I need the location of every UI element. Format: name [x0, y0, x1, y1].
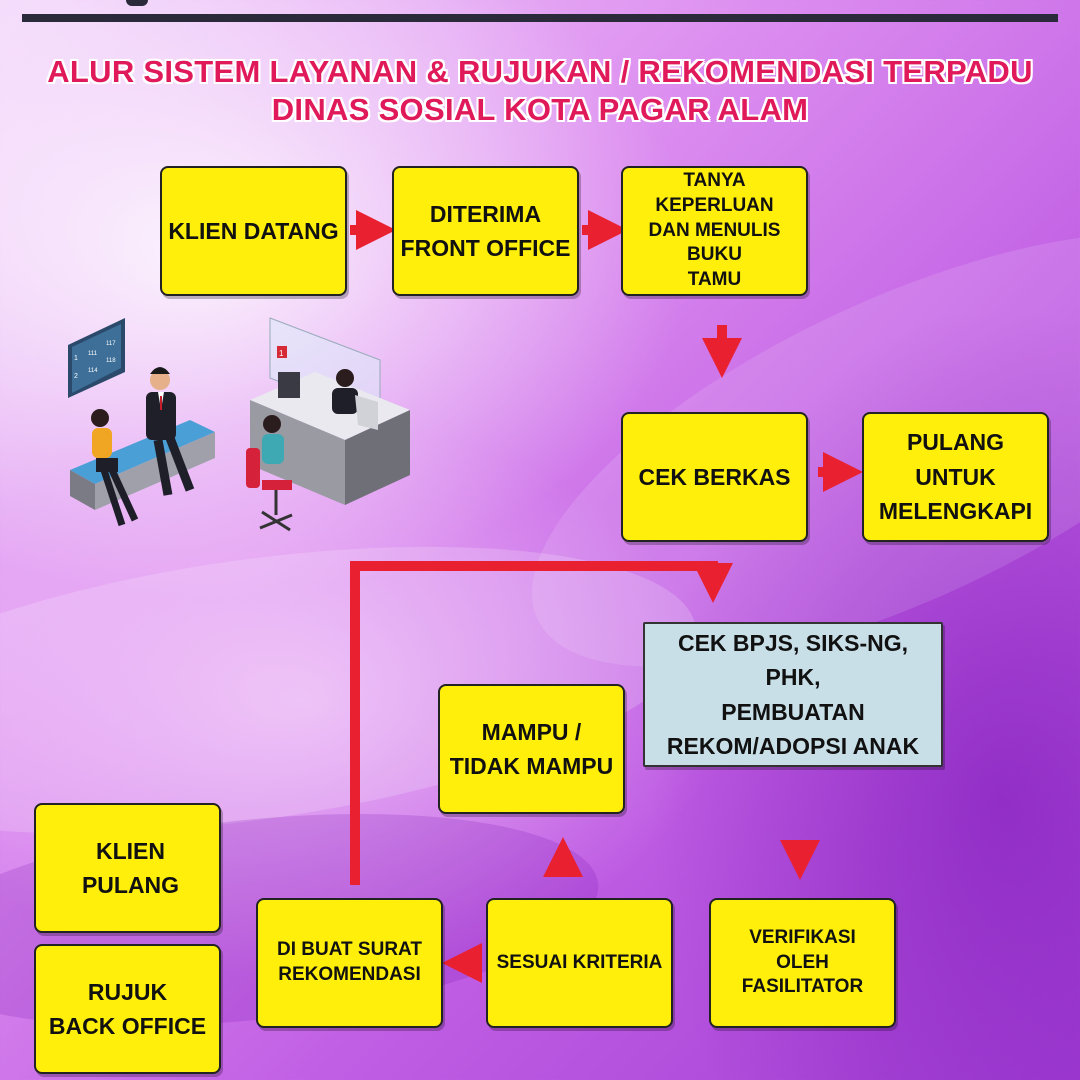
- node-klien-datang: KLIEN DATANG: [160, 166, 347, 296]
- top-divider: [22, 14, 1058, 22]
- node-surat-rekomendasi: DI BUAT SURAT REKOMENDASI: [256, 898, 443, 1028]
- node-sesuai-kriteria: SESUAI KRITERIA: [486, 898, 673, 1028]
- node-label: MAMPU /: [481, 718, 582, 745]
- node-mampu-tidak-mampu: MAMPU / TIDAK MAMPU: [438, 684, 625, 814]
- node-diterima-front-office: DITERIMA FRONT OFFICE: [392, 166, 579, 296]
- visitor-man-icon: [146, 367, 195, 496]
- title-line-2: DINAS SOSIAL KOTA PAGAR ALAM: [271, 92, 809, 127]
- title-line-1: ALUR SISTEM LAYANAN & RUJUKAN / REKOMEND…: [47, 54, 1033, 89]
- node-label: DAN MENULIS BUKU: [648, 219, 781, 266]
- node-label: REKOM/ADOPSI ANAK: [666, 733, 920, 759]
- node-label: OLEH FASILITATOR: [741, 951, 864, 998]
- node-label: DI BUAT SURAT: [277, 939, 422, 961]
- node-rujuk-back-office: RUJUK BACK OFFICE: [34, 944, 221, 1074]
- node-label: KLIEN DATANG: [168, 217, 339, 244]
- node-tanya-keperluan: TANYA KEPERLUAN DAN MENULIS BUKU TAMU: [621, 166, 808, 296]
- node-label: BACK OFFICE: [48, 1013, 207, 1039]
- queue-display-icon: 1 2 111 117 114 118: [68, 318, 125, 398]
- node-label: VERIFIKASI: [749, 926, 856, 948]
- node-label: TANYA KEPERLUAN: [655, 170, 774, 216]
- queue-number: 111: [88, 351, 98, 357]
- node-label: DITERIMA: [429, 200, 542, 227]
- node-cek-berkas: CEK BERKAS: [621, 412, 808, 542]
- arrow-loop: [350, 561, 733, 885]
- visitor-woman-icon: [91, 409, 139, 527]
- client-at-desk-icon: [246, 415, 293, 532]
- node-label: CEK BERKAS: [638, 463, 791, 490]
- node-label: REKOMENDASI: [278, 964, 421, 985]
- queue-number: 118: [106, 358, 116, 364]
- node-label: MELENGKAPI: [878, 498, 1033, 525]
- node-label: PULANG UNTUK: [906, 429, 1005, 490]
- front-office-desk-icon: 1: [250, 317, 410, 505]
- node-label: SESUAI KRITERIA: [496, 951, 663, 973]
- node-verifikasi-fasilitator: VERIFIKASI OLEH FASILITATOR: [709, 898, 896, 1028]
- node-label: PEMBUATAN: [721, 698, 865, 725]
- node-label: RUJUK: [87, 978, 168, 1005]
- queue-number: 114: [88, 368, 98, 374]
- node-label: FRONT OFFICE: [400, 235, 571, 261]
- node-label: KLIEN PULANG: [81, 837, 180, 899]
- queue-row-label: 2: [74, 373, 78, 380]
- waiting-bench-icon: [70, 420, 215, 510]
- logo-mark: [126, 0, 148, 6]
- node-label: TAMU: [687, 269, 742, 291]
- queue-number: 117: [106, 341, 116, 347]
- node-pulang-untuk-melengkapi: PULANG UNTUK MELENGKAPI: [862, 412, 1049, 542]
- node-klien-pulang: KLIEN PULANG: [34, 803, 221, 933]
- node-label: TIDAK MAMPU: [449, 753, 614, 779]
- node-label: CEK BPJS, SIKS-NG, PHK,: [677, 629, 909, 691]
- node-cek-bpjs: CEK BPJS, SIKS-NG, PHK, PEMBUATAN REKOM/…: [643, 622, 943, 767]
- queue-row-label: 1: [74, 355, 78, 362]
- counter-number: 1: [279, 349, 284, 358]
